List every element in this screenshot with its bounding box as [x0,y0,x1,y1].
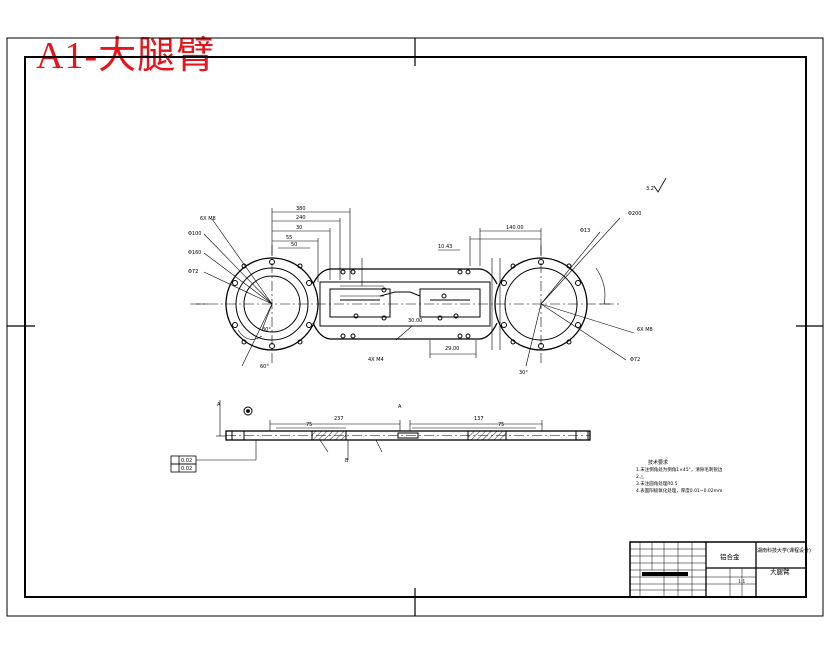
front-view-labels: 6X M8 Φ100 Φ160 Φ72 380 240 30 55 50 10.… [188,186,654,376]
centering-marks [7,38,823,616]
fcf-1: 0.02 [181,458,192,464]
tech-requirements: 技术要求 1.未注倒角处为倒角1×45°，清除毛刺锐边 2.△ 3.未注圆角处理… [636,459,723,494]
tech-req-3: 3.未注圆角处理R0.5 [636,480,678,487]
outer-frame [6,37,824,617]
fcf-2: 0.02 [181,466,192,472]
inner-dia-label: Φ72 [188,269,198,275]
angle-b: 60° [260,364,269,370]
side-h2: 75 [498,422,504,428]
side-view [170,400,591,473]
material-label: 铝合金 [720,552,740,561]
dim-i: 30.00 [408,318,422,324]
dim-b: 240 [296,215,306,221]
school-label: 湖南科技大学(课程设计) [757,547,811,554]
angle-c: 30° [519,370,528,376]
side-view-labels: 237 137 75 75 A B A 0.02 0.02 [181,402,504,472]
mx-right-label: 6X M8 [637,327,653,333]
dim-d: 55 [286,235,292,241]
roughness-label: 3.2 [646,186,654,192]
dim-f: 140.00 [506,225,524,231]
pcd-label: Φ160 [188,250,201,256]
front-view [190,208,635,367]
dim-h: 29.00 [445,346,459,352]
tech-req-4: 4.表面阳极氧化处理，厚度0.01~0.02mm [636,487,722,494]
dim-e: 10.43 [438,244,452,250]
side-len2: 137 [474,416,484,422]
mx-left-label: 6X M8 [200,216,216,222]
hole-dia-label: Φ100 [188,231,201,237]
outer-dia-right: Φ200 [628,211,641,217]
dim-a: 380 [296,206,306,212]
part-name-label: 大腿臂 [770,567,790,576]
roughness-symbol [653,177,667,193]
tech-req-title: 技术要求 [648,459,668,466]
mx-bottom-label: 4X M4 [368,357,384,363]
side-datum-b: B [345,458,349,464]
scale-label: 1:1 [738,579,745,585]
side-datum-a: A [398,404,402,410]
dim-g: 50 [291,242,297,248]
datum-label: A [217,402,221,408]
right-dia-label: Φ72 [630,357,640,363]
tech-req-1: 1.未注倒角处为倒角1×45°，清除毛刺锐边 [636,466,723,473]
title-block-text: 铝合金 湖南科技大学(课程设计) 大腿臂 1:1 [720,547,811,585]
title-block [629,541,807,598]
right-small-label: Φ13 [580,228,590,234]
side-len1: 237 [334,416,344,422]
inner-frame [24,56,807,598]
dim-c: 30 [296,225,302,231]
side-h1: 75 [306,422,312,428]
angle-a: 30° [262,327,271,333]
tech-req-2: 2.△ [636,474,644,480]
